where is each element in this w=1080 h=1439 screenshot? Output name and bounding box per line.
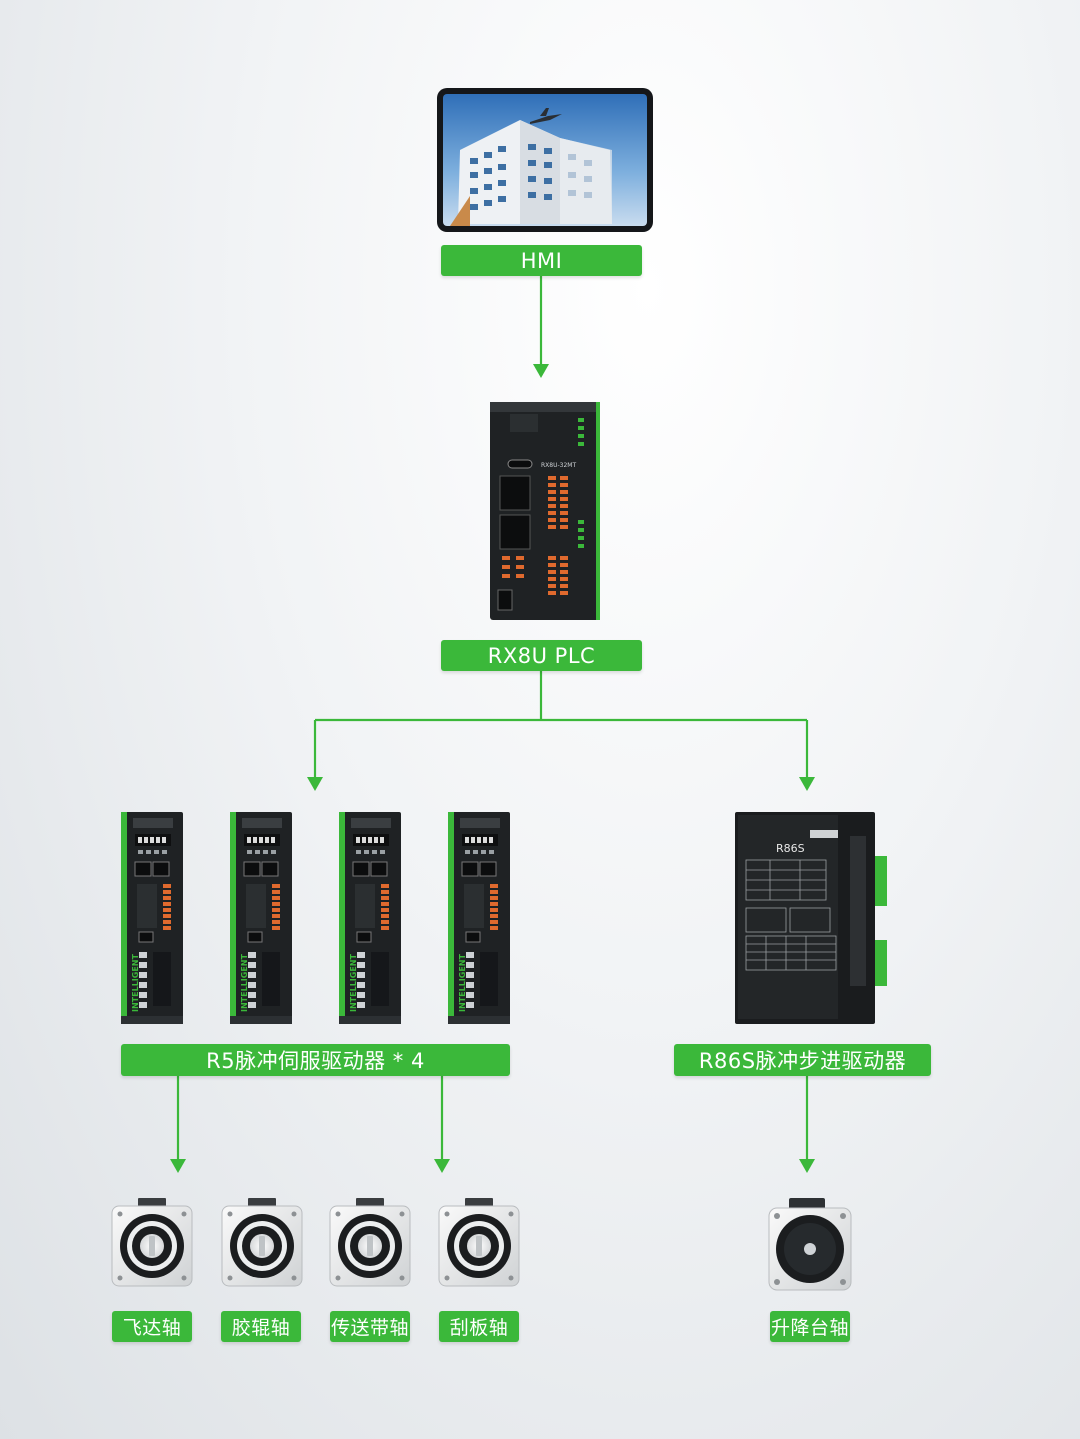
- motor-label-4: 升降台轴: [770, 1311, 850, 1342]
- stepper-motor-icon: [768, 1198, 852, 1291]
- svg-text:RX8U-32MT: RX8U-32MT: [541, 462, 576, 469]
- stepper-driver-label: R86S脉冲步进驱动器: [674, 1044, 931, 1076]
- servo-side-text: INTELLIGENT: [349, 954, 358, 1012]
- motor-label-0: 飞达轴: [112, 1311, 192, 1342]
- servo-drivers-label: R5脉冲伺服驱动器 * 4: [121, 1044, 510, 1076]
- motor-label-1: 胶辊轴: [221, 1311, 301, 1342]
- motor-label-3: 刮板轴: [439, 1311, 519, 1342]
- hmi-label: HMI: [441, 245, 642, 276]
- servo-side-text: INTELLIGENT: [240, 954, 249, 1012]
- servo-side-text: INTELLIGENT: [131, 954, 140, 1012]
- servo-driver-icon: INTELLIGENT INTELLIGENT INTELLIGENT INTE…: [120, 811, 511, 1025]
- stepper-model-text: R86S: [776, 842, 805, 855]
- plc-label: RX8U PLC: [441, 640, 642, 671]
- servo-motor-icon: [111, 1197, 520, 1287]
- connector-lines: [170, 276, 815, 1173]
- stepper-driver-icon: R86S: [735, 812, 887, 1024]
- servo-side-text: INTELLIGENT: [458, 954, 467, 1012]
- plc-icon: RX8U-32MT: [490, 402, 600, 620]
- motor-label-2: 传送带轴: [330, 1311, 410, 1342]
- hmi-tablet-icon: [437, 88, 653, 232]
